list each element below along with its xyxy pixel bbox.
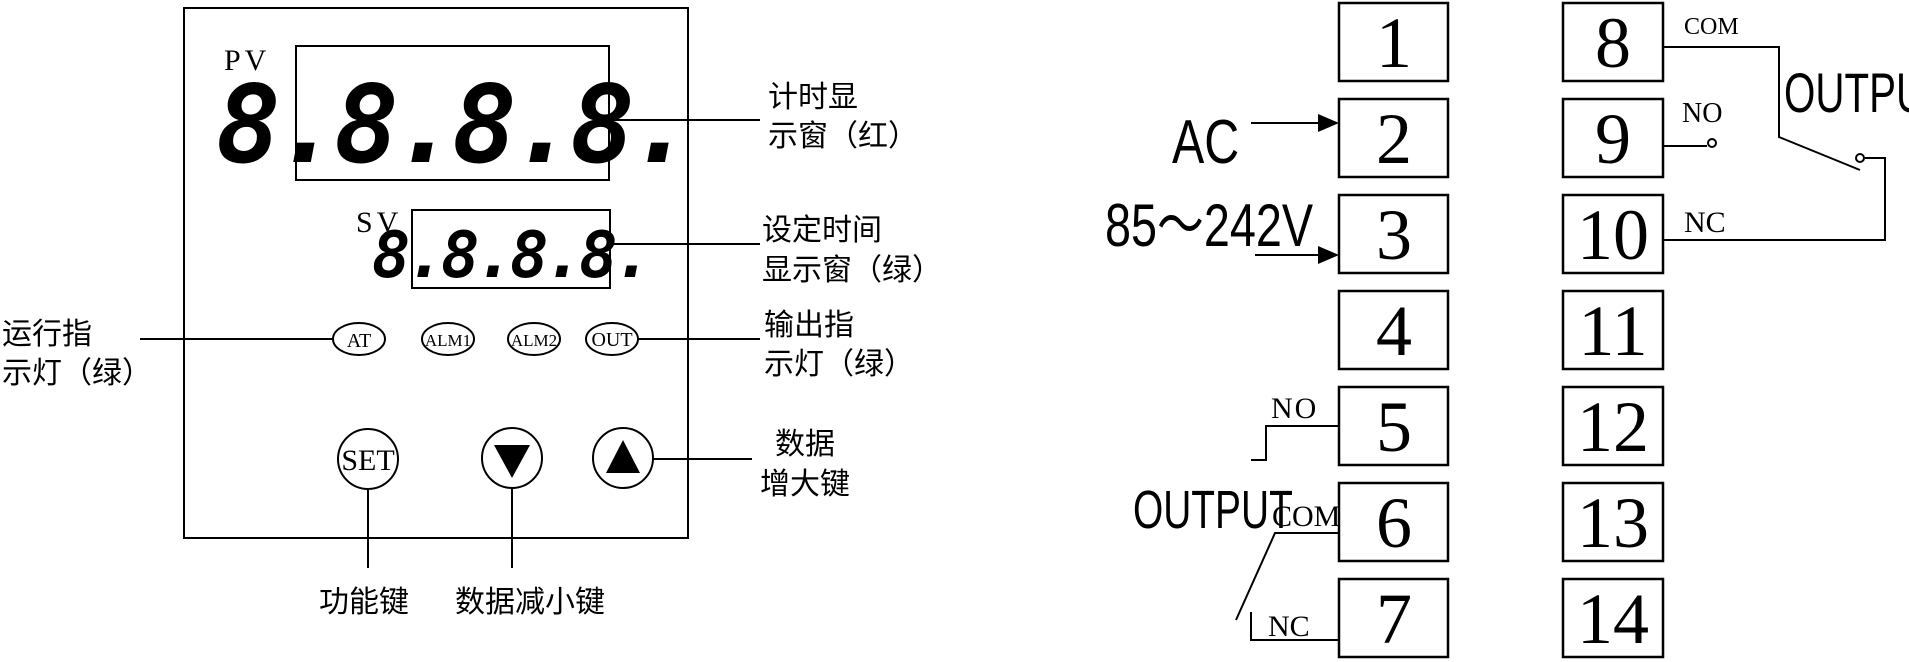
pv-label: PV: [224, 44, 270, 77]
output-indicator-note-line1: 输出指: [764, 308, 854, 343]
left-output-label: OUTPUT: [1133, 479, 1293, 540]
right-com-label: COM: [1684, 14, 1739, 40]
power-label-voltage: 85～242V: [1105, 192, 1313, 259]
increase-key-note-line2: 增大键: [760, 467, 850, 502]
decrease-key-note: 数据减小键: [455, 585, 605, 620]
left-nc-wire: [1250, 612, 1339, 641]
function-key-note: 功能键: [319, 585, 409, 620]
terminal-box-10: [1561, 193, 1665, 275]
right-no-label: NO: [1682, 98, 1722, 129]
right-com-wire: [1663, 46, 1861, 171]
arrow-right-icon: [1318, 246, 1339, 264]
indicator-out: OUT: [585, 322, 639, 356]
set-button[interactable]: SET: [337, 428, 399, 490]
power-label-ac: AC: [1172, 107, 1239, 176]
sv-label: SV: [356, 206, 402, 239]
set-button-label: SET: [341, 444, 394, 477]
run-indicator-note-line2: 示灯（绿）: [2, 356, 152, 391]
terminal-box-7: [1337, 577, 1450, 659]
terminal-box-4: [1337, 289, 1450, 371]
increase-key-note-line1: 数据: [775, 427, 835, 462]
indicator-at-label: AT: [347, 330, 371, 352]
right-no-contact: [1707, 138, 1717, 148]
run-indicator-note-line1: 运行指: [2, 317, 92, 352]
terminal-box-3: [1337, 193, 1450, 275]
terminal-number-13: 13: [1577, 483, 1649, 563]
terminal-number-5: 5: [1376, 387, 1412, 467]
left-no-label: NO: [1271, 392, 1318, 425]
triangle-down-icon: [494, 445, 530, 478]
right-terminal-column: 8 9 10 11 12 13 14: [1561, 1, 1665, 659]
terminal-number-4: 4: [1376, 291, 1412, 371]
right-nc-wire: [1663, 157, 1886, 241]
right-nc-contact: [1855, 153, 1865, 163]
indicator-alm1-label: ALM1: [425, 331, 471, 350]
terminal-number-6: 6: [1376, 483, 1412, 563]
terminal-number-11: 11: [1578, 291, 1647, 371]
left-nc-label: NC: [1268, 610, 1310, 643]
indicator-at: AT: [332, 322, 386, 356]
terminal-box-8: [1561, 1, 1665, 83]
terminal-number-9: 9: [1595, 99, 1631, 179]
terminal-number-3: 3: [1376, 195, 1412, 275]
terminal-box-1: [1337, 1, 1450, 83]
front-panel-outline: [183, 7, 689, 539]
terminal-number-2: 2: [1376, 99, 1412, 179]
setpoint-display-note-line1: 设定时间: [762, 213, 882, 248]
indicator-alm1: ALM1: [421, 322, 475, 356]
timer-display-note-line2: 示窗（红）: [768, 119, 918, 154]
terminal-number-8: 8: [1595, 3, 1631, 83]
terminal-number-7: 7: [1376, 579, 1412, 659]
output-indicator-note-line2: 示灯（绿）: [764, 347, 914, 382]
triangle-up-icon: [606, 440, 640, 473]
pv-display-digits: 8.8.8.8.: [216, 63, 688, 188]
indicator-alm2: ALM2: [507, 322, 561, 356]
timer-display-note-line1: 计时显: [768, 80, 858, 115]
terminal-number-12: 12: [1577, 387, 1649, 467]
pv-display-window: [295, 45, 610, 181]
left-no-wire: [1251, 425, 1339, 461]
right-nc-label: NC: [1684, 206, 1726, 239]
terminal-box-6: [1337, 481, 1450, 563]
terminal-number-14: 14: [1577, 579, 1649, 659]
decrease-button[interactable]: [481, 427, 543, 489]
terminal-box-13: [1561, 481, 1665, 563]
left-com-label: COM: [1272, 500, 1340, 533]
setpoint-display-note-line2: 显示窗（绿）: [762, 253, 942, 288]
left-com-wire: [1235, 532, 1339, 621]
right-output-label: OUTPUT: [1784, 63, 1909, 125]
left-terminal-column: 1 2 3 4 5 6 7: [1337, 1, 1450, 659]
terminal-box-2: [1337, 97, 1450, 179]
terminal-box-9: [1561, 97, 1665, 179]
sv-display-window: [411, 209, 611, 289]
increase-button[interactable]: [592, 427, 654, 489]
arrow-right-icon: [1318, 114, 1339, 132]
indicator-alm2-label: ALM2: [511, 331, 557, 350]
terminal-box-11: [1561, 289, 1665, 371]
sv-display-digits: 8.8.8.8.: [372, 219, 648, 293]
terminal-box-12: [1561, 385, 1665, 467]
terminal-box-14: [1561, 577, 1665, 659]
terminal-number-10: 10: [1577, 195, 1649, 275]
terminal-number-1: 1: [1376, 3, 1412, 83]
indicator-out-label: OUT: [591, 329, 632, 351]
